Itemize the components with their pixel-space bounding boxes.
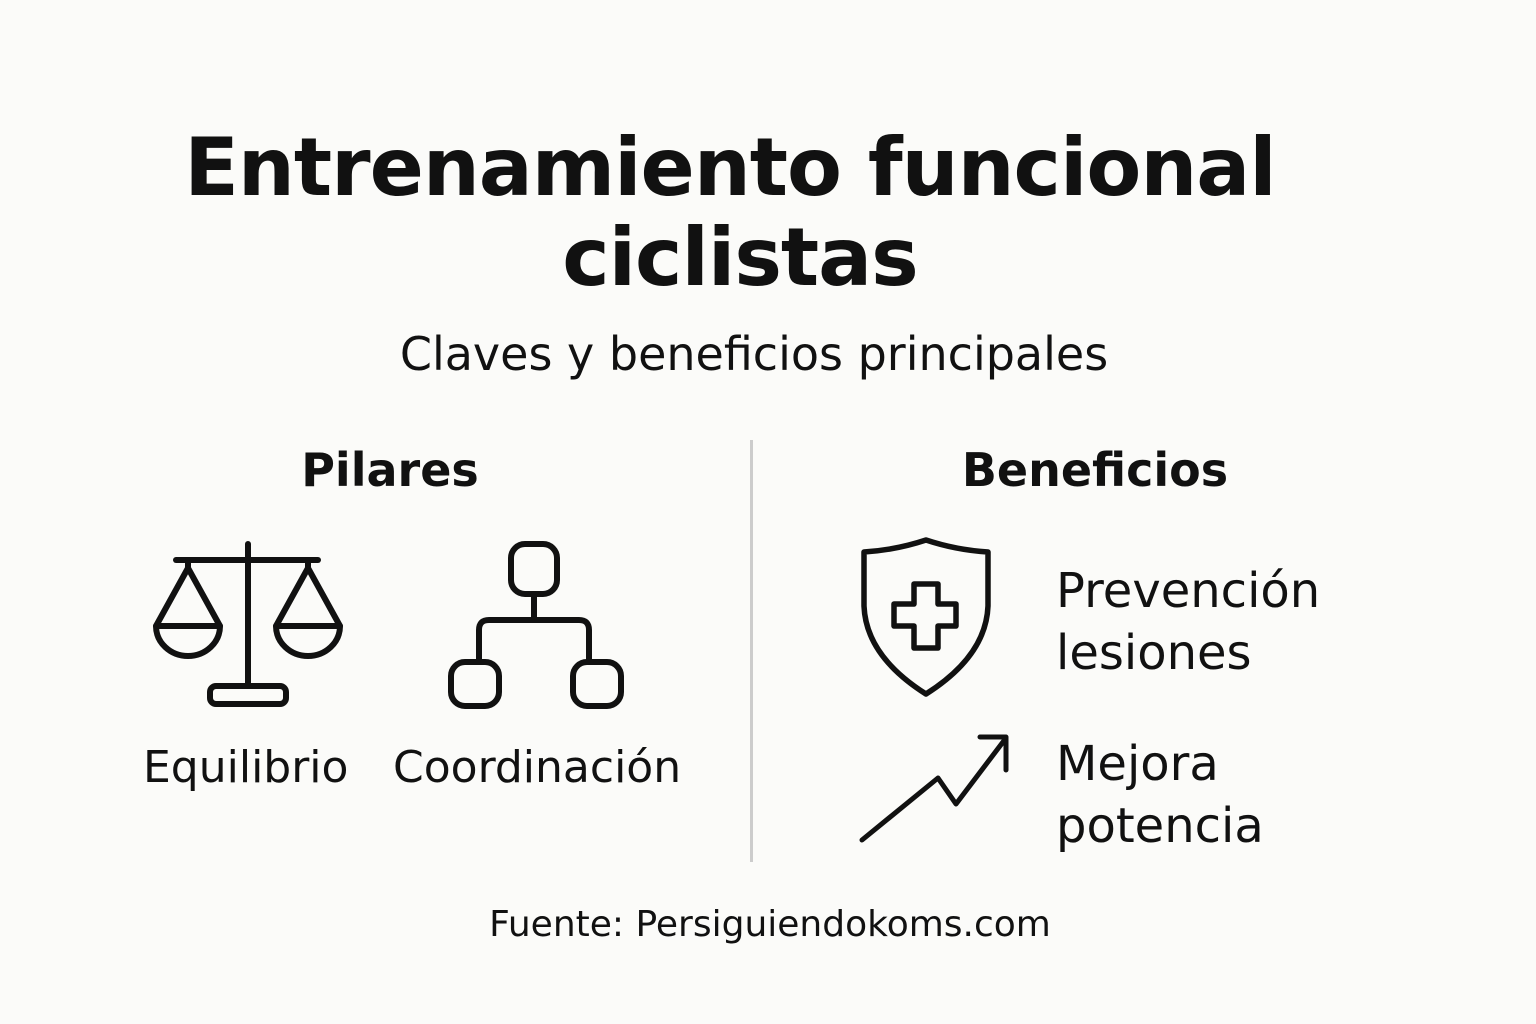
balance-scale-icon — [148, 538, 348, 713]
pilares-heading: Pilares — [301, 443, 479, 497]
beneficio-line-1: Prevención — [1056, 563, 1321, 619]
beneficios-heading: Beneficios — [961, 443, 1229, 497]
title-line-1: Entrenamiento funcional — [184, 121, 1276, 214]
section-divider — [750, 440, 753, 862]
shield-plus-icon — [858, 536, 994, 700]
beneficio-line-2: potencia — [1056, 798, 1264, 854]
source-credit: Fuente: Persiguiendokoms.com — [489, 904, 1051, 945]
beneficio-line-1: Mejora — [1056, 736, 1219, 792]
beneficio-label-mejora: Mejora potencia — [1056, 733, 1264, 857]
pilar-label-equilibrio: Equilibrio — [143, 742, 349, 793]
subtitle: Claves y beneficios principales — [399, 327, 1109, 381]
beneficio-line-2: lesiones — [1056, 625, 1252, 681]
hierarchy-nodes-icon — [445, 538, 625, 713]
trending-up-arrow-icon — [856, 730, 1012, 846]
title-line-2: ciclistas — [562, 211, 919, 304]
beneficio-label-prevencion: Prevención lesiones — [1056, 560, 1320, 684]
pilar-label-coordinacion: Coordinación — [393, 742, 682, 793]
